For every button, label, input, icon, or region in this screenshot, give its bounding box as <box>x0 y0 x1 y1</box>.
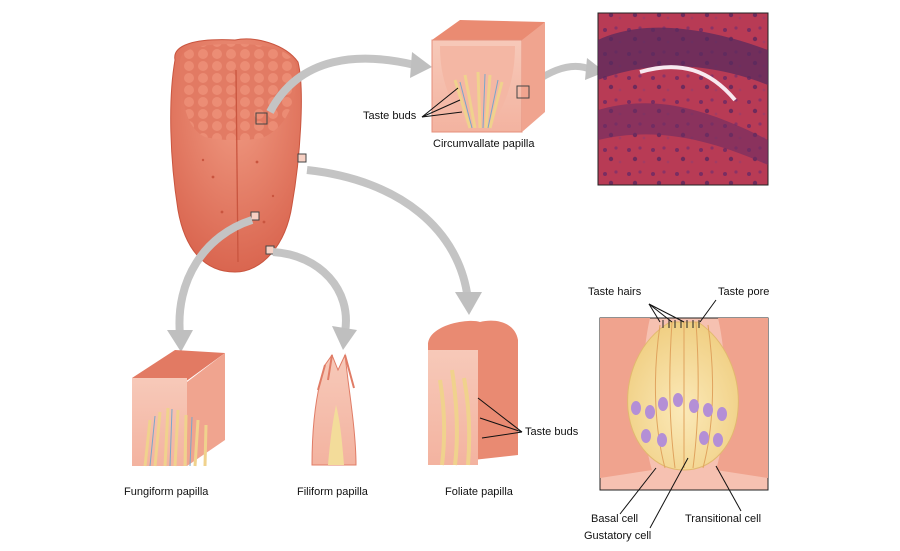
taste-bud-detail-illustration <box>599 299 769 529</box>
circumvallate-papilla-label: Circumvallate papilla <box>433 138 535 150</box>
arrow-to-foliate <box>306 166 472 301</box>
filiform-papilla-label: Filiform papilla <box>297 486 368 498</box>
arrow-to-circumvallate <box>266 54 416 114</box>
circumvallate-region-box <box>255 112 268 125</box>
taste-hairs-label: Taste hairs <box>588 286 642 298</box>
taste-pore-label: Taste pore <box>718 286 770 298</box>
filiform-region-box <box>265 245 275 255</box>
fungiform-region-box <box>250 211 260 221</box>
foliate-papilla-label: Foliate papilla <box>445 486 513 498</box>
gustatory-cell-label: Gustatory cell <box>584 530 652 542</box>
tongue-illustration <box>170 38 307 273</box>
fungiform-papilla-illustration <box>132 350 225 467</box>
arrow-to-fungiform <box>175 216 254 336</box>
taste-buds-label-top: Taste buds <box>363 110 417 122</box>
taste-bud-micrograph <box>597 12 769 186</box>
taste-buds-label-foliate: Taste buds <box>525 426 579 438</box>
circumvallate-papilla-illustration <box>421 20 545 133</box>
basal-cell-label: Basal cell <box>591 513 639 525</box>
filiform-papilla-illustration <box>311 353 357 466</box>
arrow-to-filiform <box>272 248 350 333</box>
fungiform-papilla-label: Fungiform papilla <box>124 486 209 498</box>
foliate-papilla-illustration <box>428 320 523 466</box>
transitional-cell-label: Transitional cell <box>685 513 762 525</box>
foliate-region-box <box>297 153 307 163</box>
